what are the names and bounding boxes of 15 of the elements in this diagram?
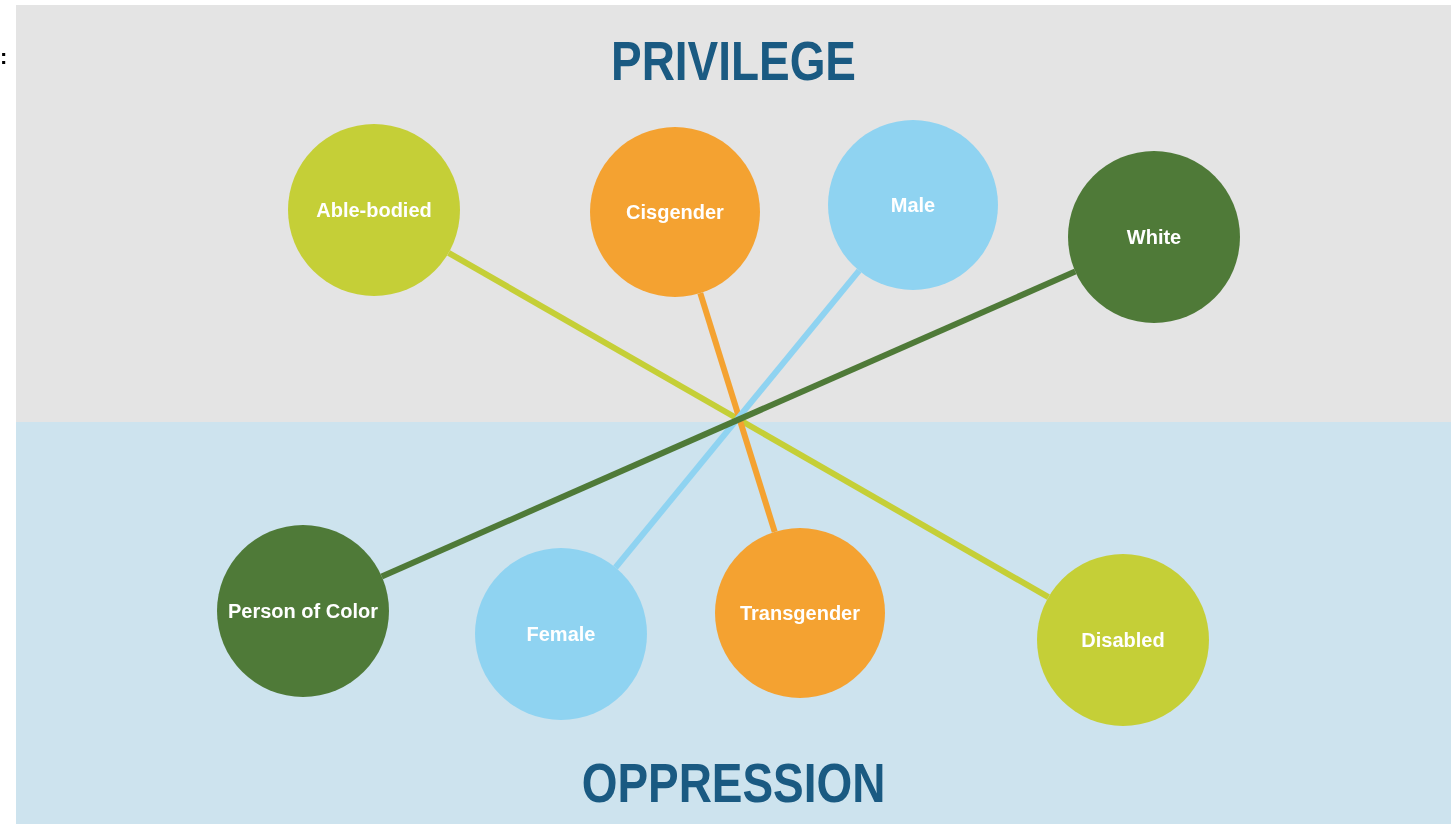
category-label: Cisgender bbox=[625, 200, 725, 224]
category-label: Male bbox=[889, 193, 937, 217]
category-label: Female bbox=[525, 622, 597, 646]
category-label: Transgender bbox=[738, 601, 861, 625]
category-label: Able-bodied bbox=[315, 198, 433, 222]
title: PRIVILEGE bbox=[611, 28, 856, 93]
category-label: White bbox=[1125, 225, 1183, 249]
connector-line bbox=[380, 268, 1077, 580]
caption: OPPRESSION bbox=[581, 750, 886, 815]
connector-line bbox=[447, 250, 1050, 600]
category-label: Person of Color bbox=[227, 599, 379, 623]
connector-line bbox=[613, 268, 862, 570]
category-label: Disabled bbox=[1080, 628, 1166, 652]
note-text: : bbox=[0, 44, 8, 70]
connector-line bbox=[697, 292, 778, 533]
